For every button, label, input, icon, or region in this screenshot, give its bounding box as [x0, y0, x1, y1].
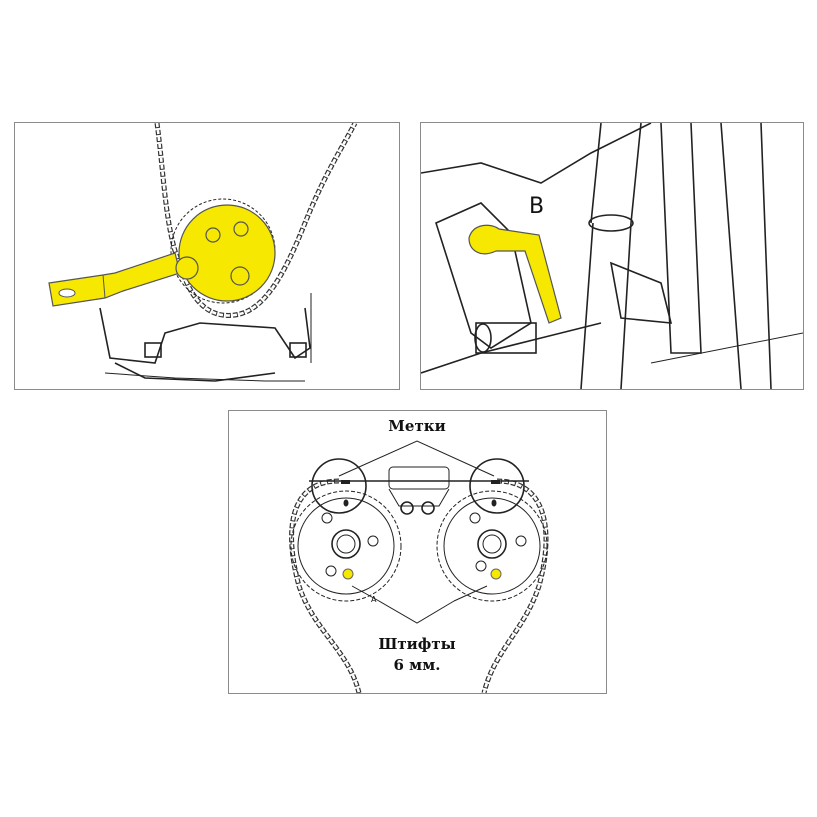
left-pin	[342, 568, 354, 580]
crank-tool-illustration	[48, 123, 358, 382]
label-b: B	[529, 194, 544, 219]
pins-label-line2: 6 мм.	[394, 656, 441, 674]
crank-locking-tool	[48, 204, 276, 307]
camshaft-diagram: Метки	[289, 417, 549, 693]
hex-key-illustration: B	[421, 123, 803, 389]
panel-crank-tool	[14, 122, 400, 390]
right-pin	[490, 568, 502, 580]
right-camshaft-gear	[436, 458, 548, 602]
left-camshaft-gear	[290, 458, 402, 602]
marks-label: Метки	[388, 417, 445, 435]
panel-camshaft-marks: Метки	[228, 410, 607, 694]
pins-label-line1: Штифты	[378, 635, 455, 653]
label-a: A	[371, 595, 377, 604]
panel-hex-key: B	[420, 122, 804, 390]
hex-key-b	[468, 224, 562, 324]
